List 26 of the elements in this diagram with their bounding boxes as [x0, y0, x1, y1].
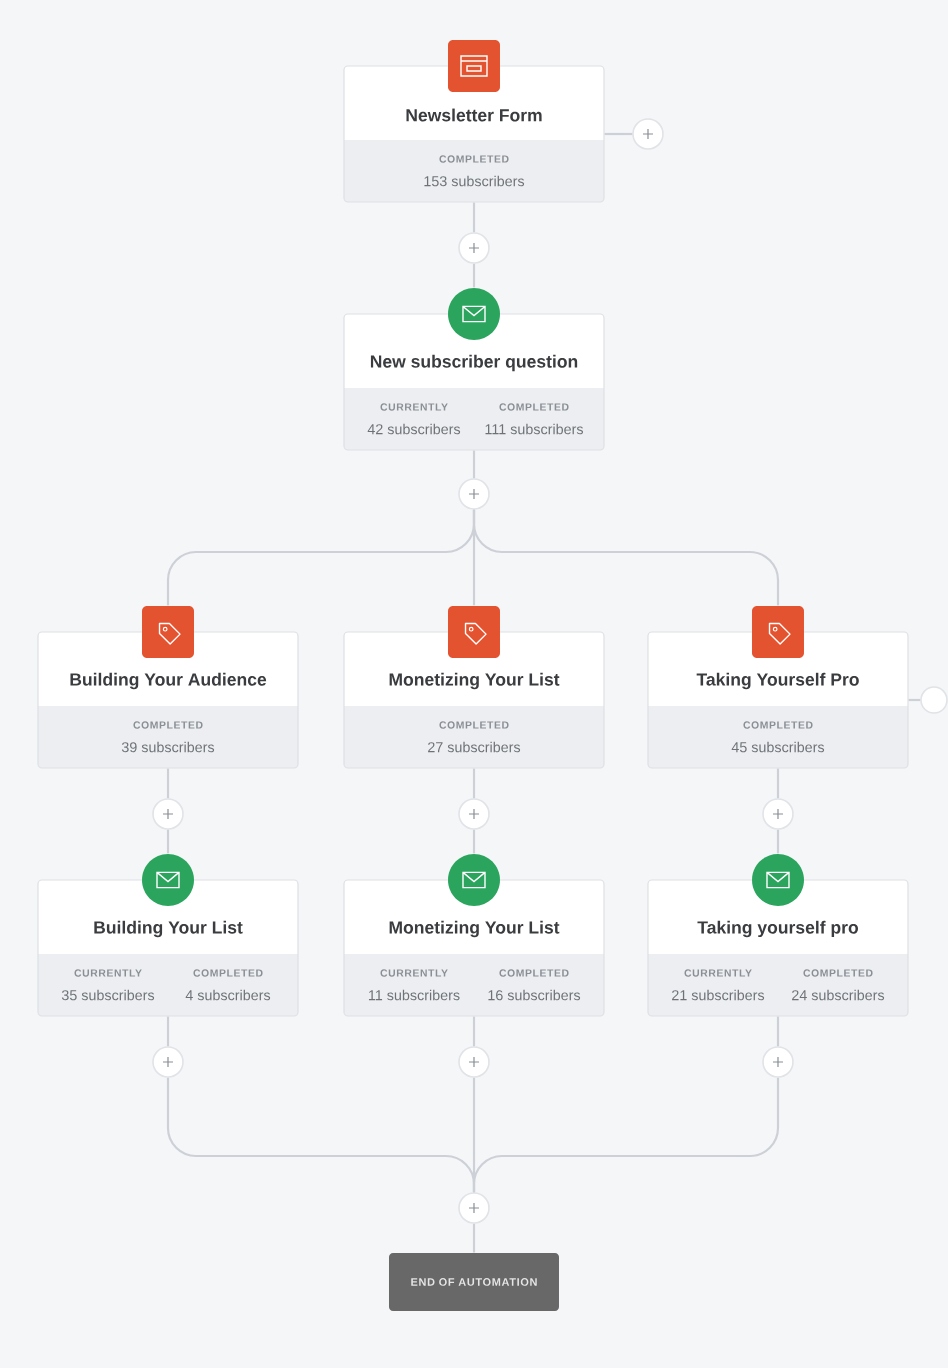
connector-line — [776, 768, 780, 799]
connector-line — [166, 768, 170, 799]
round-button — [920, 686, 948, 714]
connector-line — [472, 509, 780, 606]
step-title: Taking yourself pro — [697, 920, 858, 938]
step-title: New subscriber question — [370, 354, 578, 372]
step-title: Monetizing Your List — [389, 920, 560, 938]
connector-line — [472, 1223, 476, 1253]
step-title: Newsletter Form — [406, 108, 542, 122]
connector-line — [908, 698, 921, 702]
step-title: Monetizing Your List — [389, 672, 560, 690]
connector-line — [472, 1016, 476, 1047]
step-title: Building Your Audience — [70, 672, 267, 690]
step-title: Taking Yourself Pro — [696, 672, 859, 690]
connector-line — [166, 829, 170, 854]
connector-line — [472, 450, 476, 479]
connector-line — [472, 768, 476, 799]
connector-line — [604, 132, 633, 136]
step-title: Building Your List — [94, 920, 243, 938]
connector-line — [166, 1016, 170, 1047]
connector-line — [472, 1077, 780, 1193]
connector-line — [472, 829, 476, 854]
connector-line — [472, 263, 476, 288]
connector-line — [776, 1016, 780, 1047]
connector-line — [776, 829, 780, 854]
connector-line — [472, 202, 476, 233]
